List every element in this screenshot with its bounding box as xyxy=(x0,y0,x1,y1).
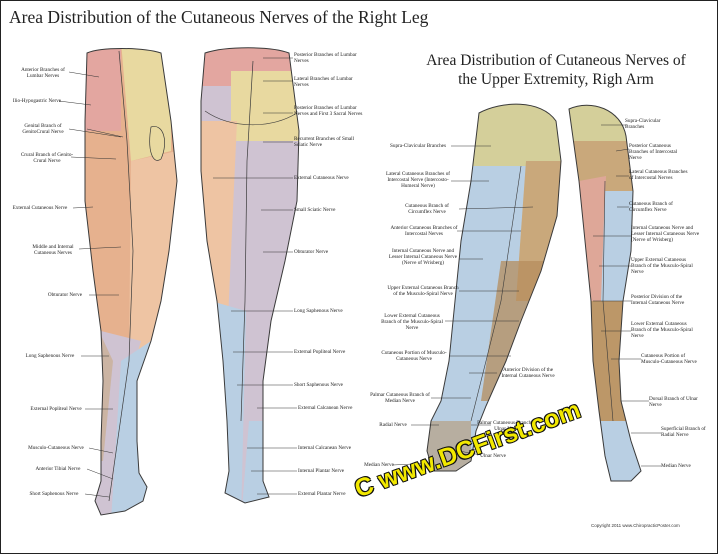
label-palmar-ulnar: Palmar Cutaneous Branch of Ulnar Nerve xyxy=(477,420,537,432)
label-lower-external-musculo-spiral: Lower External Cutaneous Branch of the M… xyxy=(381,313,443,331)
leg-front-figure xyxy=(84,48,178,516)
label-dorsal-ulnar: Dorsal Branch of Ulnar Nerve xyxy=(649,396,698,408)
label-back-median: Median Nerve xyxy=(661,463,691,469)
label-external-cutaneous: External Cutaneous Nerve xyxy=(12,205,68,211)
label-back-external-popliteal: External Popliteal Nerve xyxy=(294,349,346,355)
label-back-short-saphenous: Short Saphenous Nerve xyxy=(294,382,343,388)
label-radial: Radial Nerve xyxy=(379,422,407,428)
label-middle-internal-cutaneous: Middle and Internal Cutaneous Nerves xyxy=(32,244,74,256)
label-posterior-lumbar: Posterior Branches of Lumbar Nerves xyxy=(294,52,357,64)
label-upper-external-musculo-spiral: Upper External Cutaneous Branch of the M… xyxy=(387,285,459,297)
leg-title: Area Distribution of the Cutaneous Nerve… xyxy=(9,7,429,27)
arm-title: Area Distribution of Cutaneous Nerves of… xyxy=(426,52,686,88)
label-back-lower-external-spiral: Lower External Cutaneous Branch of the M… xyxy=(631,321,693,339)
label-back-external-cutaneous: External Cutaneous Nerve xyxy=(294,175,349,181)
label-external-plantar: External Plantar Nerve xyxy=(298,491,346,497)
label-ilio-hypogastric: Ilio-Hypogastric Nerve xyxy=(12,98,62,104)
label-long-saphenous: Long Saphenous Nerve xyxy=(25,353,75,359)
label-back-musculo-cutaneous: Cutaneous Portion of Musculo-Cutaneous N… xyxy=(641,353,697,365)
label-anterior-lumbar: Anterior Branches of Lumbar Nerves xyxy=(21,67,65,79)
label-back-upper-external-spiral: Upper External Cutaneous Branch of the M… xyxy=(631,257,693,275)
label-short-saphenous: Short Saphenous Nerve xyxy=(29,491,79,497)
leader-lines xyxy=(58,57,661,498)
label-crural-branch: Crural Branch of Genito-Crural Nerve xyxy=(20,152,74,164)
label-musculo-cutaneous: Musculo-Cutaneous Nerve xyxy=(28,445,84,451)
label-posterior-lumbar-sacral: Posterior Branches of Lumbar Nerves and … xyxy=(294,105,363,117)
label-back-circumflex: Cutaneous Branch of Circumflex Nerve xyxy=(629,201,673,213)
label-median: Median Nerve xyxy=(364,462,394,468)
label-posterior-intercostal: Posterior Cutaneous Branches of Intercos… xyxy=(629,143,678,161)
label-anterior-intercostal: Anterior Cutaneous Branches of Intercost… xyxy=(390,225,458,237)
label-recurrent-small-sciatic: Recurrent Branches of Small Sciatic Nerv… xyxy=(294,136,355,148)
label-palmar-median: Palmar Cutaneous Branch of Median Nerve xyxy=(370,392,430,404)
label-internal-calcanean: Internal Calcanean Nerve xyxy=(298,445,351,451)
label-supra-clavicular: Supra-Clavicular Branches xyxy=(389,143,447,149)
label-anterior-division-internal: Anterior Division of the Internal Cutane… xyxy=(501,367,555,379)
label-lateral-intercostal: Lateral Cutaneous Branches of Intercosta… xyxy=(385,171,451,189)
label-internal-cutaneous-wrisberg: Internal Cutaneous Nerve and Lesser Inte… xyxy=(388,248,458,266)
label-back-internal-wrisberg: Internal Cutaneous Nerve and Lesser Inte… xyxy=(631,225,700,243)
label-lateral-lumbar: Lateral Branches of Lumbar Nerves xyxy=(294,76,353,88)
label-anterior-tibial: Anterior Tibial Nerve xyxy=(35,466,81,472)
label-ulnar: Ulnar Nerve xyxy=(480,453,506,459)
label-external-popliteal: External Popliteal Nerve xyxy=(30,406,82,412)
label-genital-branch: Genital Branch of GenitoCrural Nerve xyxy=(22,123,64,135)
label-back-long-saphenous: Long Saphenous Nerve xyxy=(294,308,343,314)
label-obturator: Obturator Nerve xyxy=(47,292,83,298)
label-musculo-cutaneous-portion: Cutaneous Portion of Musculo-Cutaneous N… xyxy=(381,350,447,362)
label-back-obturator: Obturator Nerve xyxy=(294,249,329,255)
label-back-supra-clavicular: Supra-Clavicular Branches xyxy=(625,118,661,130)
label-posterior-division-internal: Posterior Division of the Internal Cutan… xyxy=(631,294,685,306)
label-superficial-radial: Superficial Branch of Radial Nerve xyxy=(661,426,706,438)
label-external-calcanean: External Calcanean Nerve xyxy=(298,405,353,411)
copyright-text: Copyright 2011 www.ChiropracticPoster.co… xyxy=(591,523,680,528)
label-small-sciatic: Small Sciatic Nerve xyxy=(294,207,336,213)
label-back-lateral-intercostal: Lateral Cutaneous Branches of Intercosta… xyxy=(629,169,688,181)
label-circumflex: Cutaneous Branch of Circumflex Nerve xyxy=(405,203,449,215)
label-internal-plantar: Internal Plantar Nerve xyxy=(298,468,345,474)
